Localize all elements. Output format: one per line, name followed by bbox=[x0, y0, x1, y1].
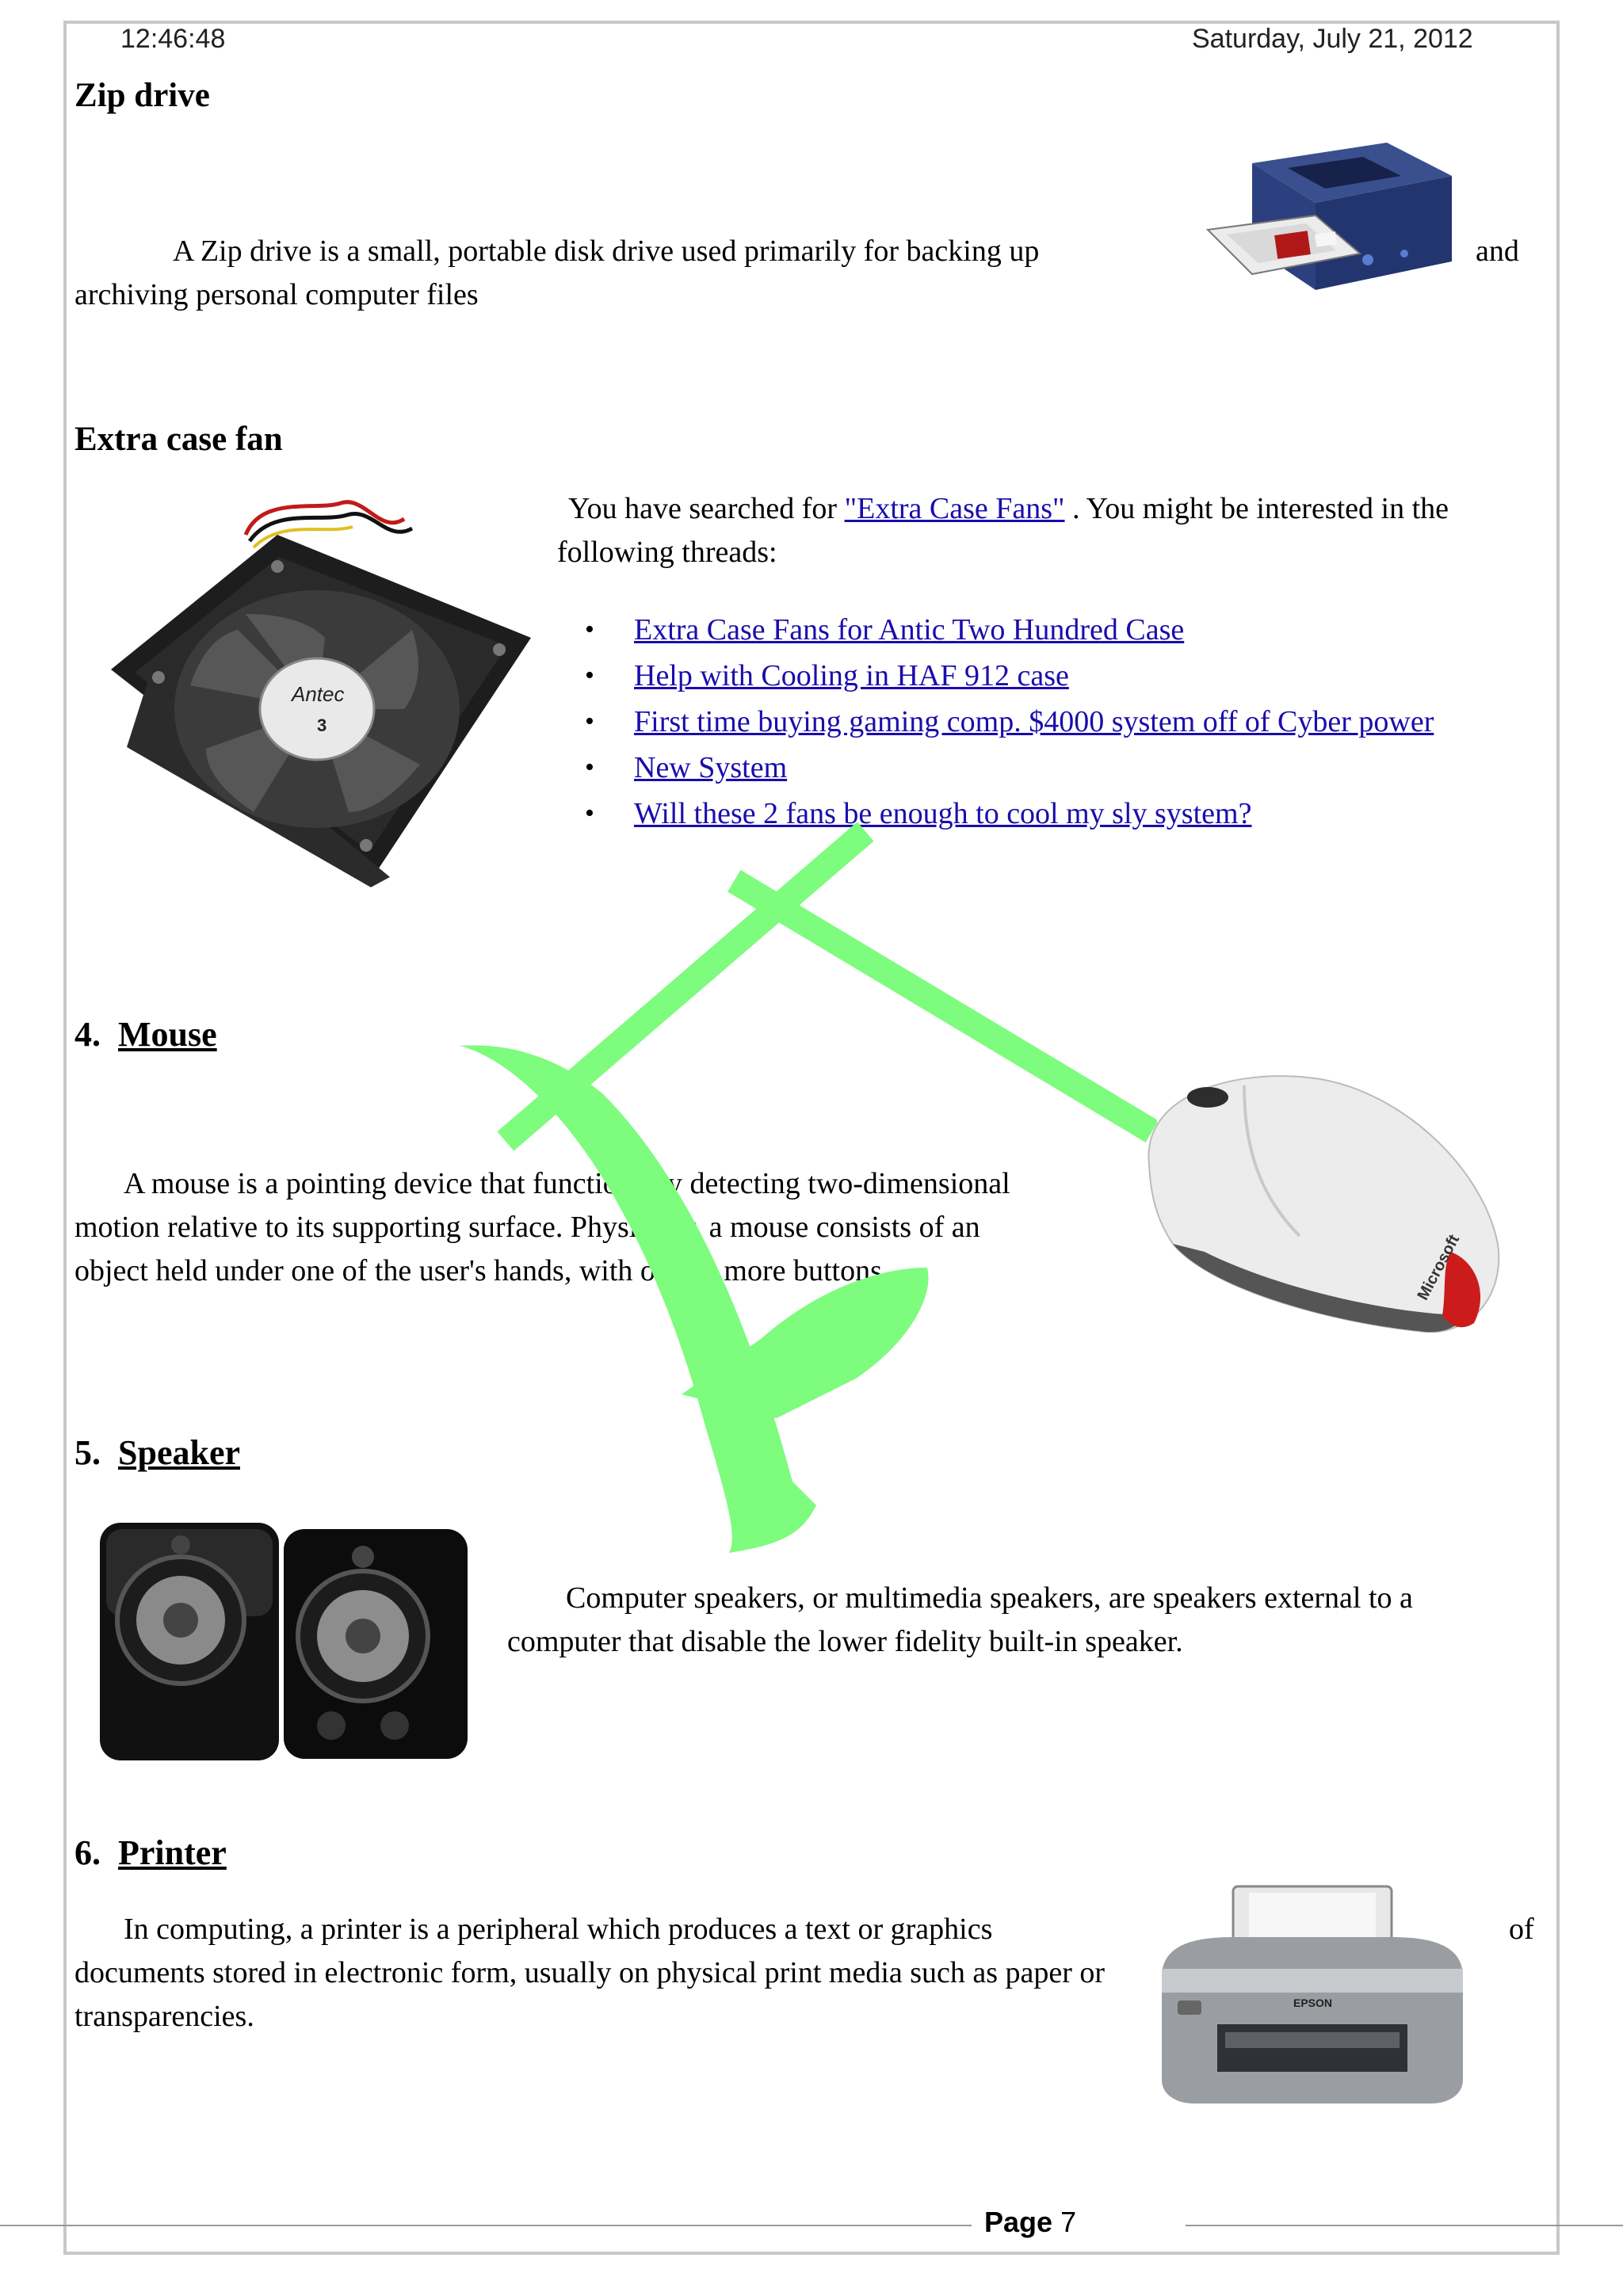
fan-logo-text: Antec bbox=[290, 682, 345, 706]
zip-drive-heading: Zip drive bbox=[74, 77, 210, 114]
thread-link[interactable]: Help with Cooling in HAF 912 case bbox=[634, 659, 1069, 692]
list-item: New System bbox=[585, 745, 1552, 791]
speaker-line1: Computer speakers, or multimedia speaker… bbox=[566, 1581, 1413, 1615]
extra-case-fan-heading: Extra case fan bbox=[74, 421, 283, 458]
fan-intro: You have searched for "Extra Case Fans" … bbox=[557, 487, 1556, 574]
printer-rest: documents stored in electronic form, usu… bbox=[74, 1956, 1106, 2033]
footer-rule-right bbox=[1186, 2225, 1623, 2226]
page-number-value: 7 bbox=[1060, 2206, 1077, 2238]
header-date: Saturday, July 21, 2012 bbox=[1192, 24, 1473, 54]
zip-drive-image bbox=[1205, 143, 1452, 290]
printer-paragraph: In computing, a printer is a peripheral … bbox=[74, 1908, 1121, 2039]
page-number: Page 7 bbox=[984, 2206, 1076, 2239]
zip-drive-tail: and bbox=[1476, 235, 1519, 268]
thread-link[interactable]: New System bbox=[634, 751, 788, 784]
header-time: 12:46:48 bbox=[120, 24, 226, 54]
list-item: First time buying gaming comp. $4000 sys… bbox=[585, 699, 1552, 745]
fan-intro-before: You have searched for bbox=[568, 492, 838, 525]
mouse-heading-number: 4. bbox=[74, 1015, 101, 1054]
speaker-heading-number: 5. bbox=[74, 1433, 101, 1472]
mouse-image: Microsoft bbox=[1148, 1075, 1500, 1333]
fan-intro-line2: following threads: bbox=[557, 536, 777, 569]
page-label: Page bbox=[984, 2206, 1053, 2238]
printer-line1: In computing, a printer is a peripheral … bbox=[124, 1913, 993, 1946]
thread-link[interactable]: First time buying gaming comp. $4000 sys… bbox=[634, 705, 1434, 738]
list-item: Will these 2 fans be enough to cool my s… bbox=[585, 791, 1552, 837]
printer-heading: 6. Printer bbox=[74, 1833, 227, 1873]
case-fan-image: Antec 3 bbox=[111, 500, 531, 887]
thread-list: Extra Case Fans for Antic Two Hundred Ca… bbox=[585, 607, 1552, 837]
mouse-heading: 4. Mouse bbox=[74, 1014, 217, 1055]
zip-drive-line1: A Zip drive is a small, portable disk dr… bbox=[173, 235, 1040, 268]
fan-number-text: 3 bbox=[317, 715, 327, 735]
footer-rule-left bbox=[0, 2225, 972, 2226]
thread-link[interactable]: Extra Case Fans for Antic Two Hundred Ca… bbox=[634, 613, 1185, 646]
mouse-paragraph: A mouse is a pointing device that functi… bbox=[74, 1162, 1057, 1293]
printer-heading-number: 6. bbox=[74, 1833, 101, 1872]
zip-drive-paragraph: A Zip drive is a small, portable disk dr… bbox=[74, 230, 1184, 317]
page-border bbox=[63, 21, 1560, 2255]
mouse-text: A mouse is a pointing device that functi… bbox=[74, 1167, 1010, 1287]
list-item: Help with Cooling in HAF 912 case bbox=[585, 653, 1552, 699]
printer-heading-title: Printer bbox=[118, 1833, 227, 1872]
speaker-paragraph: Computer speakers, or multimedia speaker… bbox=[507, 1577, 1561, 1664]
speaker-heading-title: Speaker bbox=[118, 1433, 240, 1472]
extra-case-fans-link[interactable]: "Extra Case Fans" bbox=[844, 492, 1065, 525]
fan-intro-after: . You might be interested in the bbox=[1072, 492, 1449, 525]
zip-drive-line2: archiving personal computer files bbox=[74, 278, 479, 311]
thread-link[interactable]: Will these 2 fans be enough to cool my s… bbox=[634, 797, 1252, 830]
printer-image: EPSON bbox=[1162, 1885, 1463, 2103]
speaker-line2: computer that disable the lower fidelity… bbox=[507, 1625, 1183, 1658]
printer-brand-text: EPSON bbox=[1293, 1997, 1332, 2009]
mouse-heading-title: Mouse bbox=[118, 1015, 217, 1054]
printer-tail: of bbox=[1509, 1913, 1534, 1946]
speaker-heading: 5. Speaker bbox=[74, 1432, 240, 1473]
list-item: Extra Case Fans for Antic Two Hundred Ca… bbox=[585, 607, 1552, 653]
speaker-image bbox=[100, 1523, 468, 1760]
